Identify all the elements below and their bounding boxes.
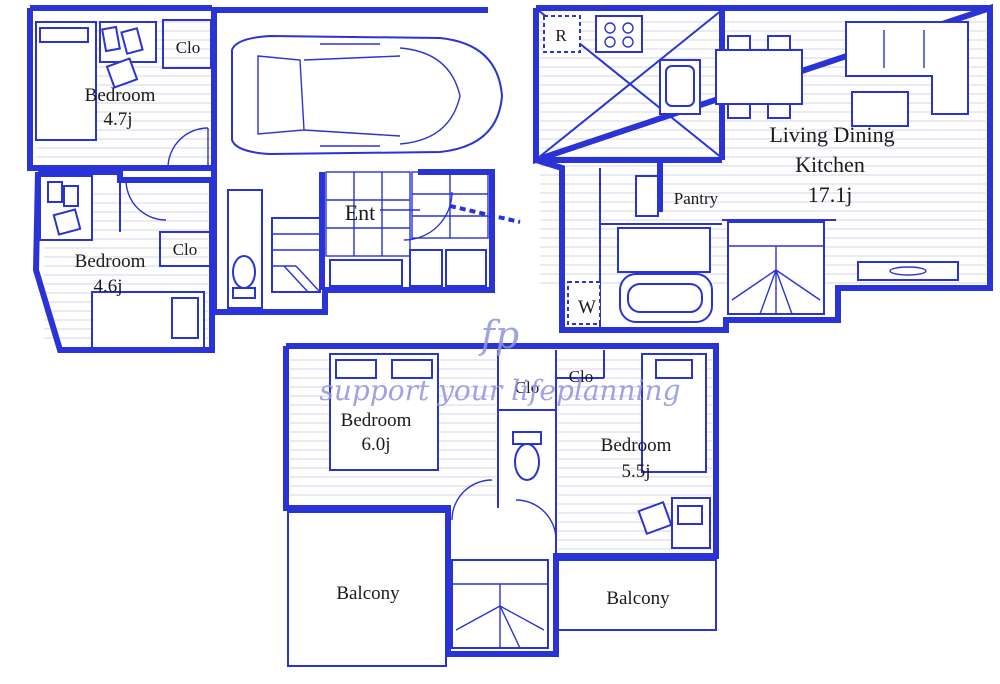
sofa-icon <box>845 21 969 115</box>
refrigerator-label: R <box>555 26 567 45</box>
closet-c-label: Clo <box>515 378 540 397</box>
staircase-icon <box>271 217 321 293</box>
entrance-steps <box>411 171 521 239</box>
ldk-name-line1: Living Dining <box>769 122 894 147</box>
dining-table-icon <box>715 49 803 105</box>
washer-box <box>567 281 601 325</box>
balcony-left <box>287 511 447 667</box>
second-floor: R Living Dining Kitchen 17.1j Pantry W <box>533 3 993 333</box>
entrance-label: Ent <box>345 200 376 225</box>
ldk-size: 17.1j <box>808 182 853 207</box>
watermark-logo: fp <box>478 313 519 357</box>
ldk-name-line2: Kitchen <box>795 152 865 177</box>
closet-d-label: Clo <box>569 367 594 386</box>
balcony-right-label: Balcony <box>606 588 670 609</box>
bedroom-a-size: 4.7j <box>103 109 132 130</box>
car-icon <box>231 34 504 156</box>
third-floor: Bedroom 6.0j Bedroom 5.5j Clo Clo Balcon… <box>283 343 719 667</box>
balcony-right <box>557 559 717 631</box>
bedroom-a-name: Bedroom <box>85 85 156 106</box>
tv-icon <box>857 261 959 281</box>
entrance-tiles <box>325 171 487 287</box>
pantry-label: Pantry <box>674 189 719 208</box>
third-floor-outer-wall <box>283 343 719 657</box>
bedroom-d-name: Bedroom <box>601 435 672 456</box>
stove-icon <box>595 15 643 53</box>
bedroom-d-size: 5.5j <box>621 461 650 482</box>
first-floor: Bedroom 4.7j Clo Bedroom 4.6j Clo Ent <box>27 5 521 353</box>
toilet-icon <box>514 443 540 481</box>
toilet-icon <box>232 255 256 289</box>
closet-b-label: Clo <box>173 240 198 259</box>
watermark: fp support your lifeplanning <box>319 313 680 407</box>
bedroom-b-size: 4.6j <box>93 276 122 297</box>
closet-a-label: Clo <box>176 38 201 57</box>
balcony-left-label: Balcony <box>336 583 400 604</box>
bedroom-b-name: Bedroom <box>75 251 146 272</box>
bedroom-c-name: Bedroom <box>341 410 412 431</box>
refrigerator-box <box>543 15 581 53</box>
washer-label: W <box>578 297 596 318</box>
watermark-tagline: support your lifeplanning <box>319 374 680 407</box>
ldk-outer-wall <box>533 3 993 333</box>
bedroom-c-size: 6.0j <box>361 434 390 455</box>
